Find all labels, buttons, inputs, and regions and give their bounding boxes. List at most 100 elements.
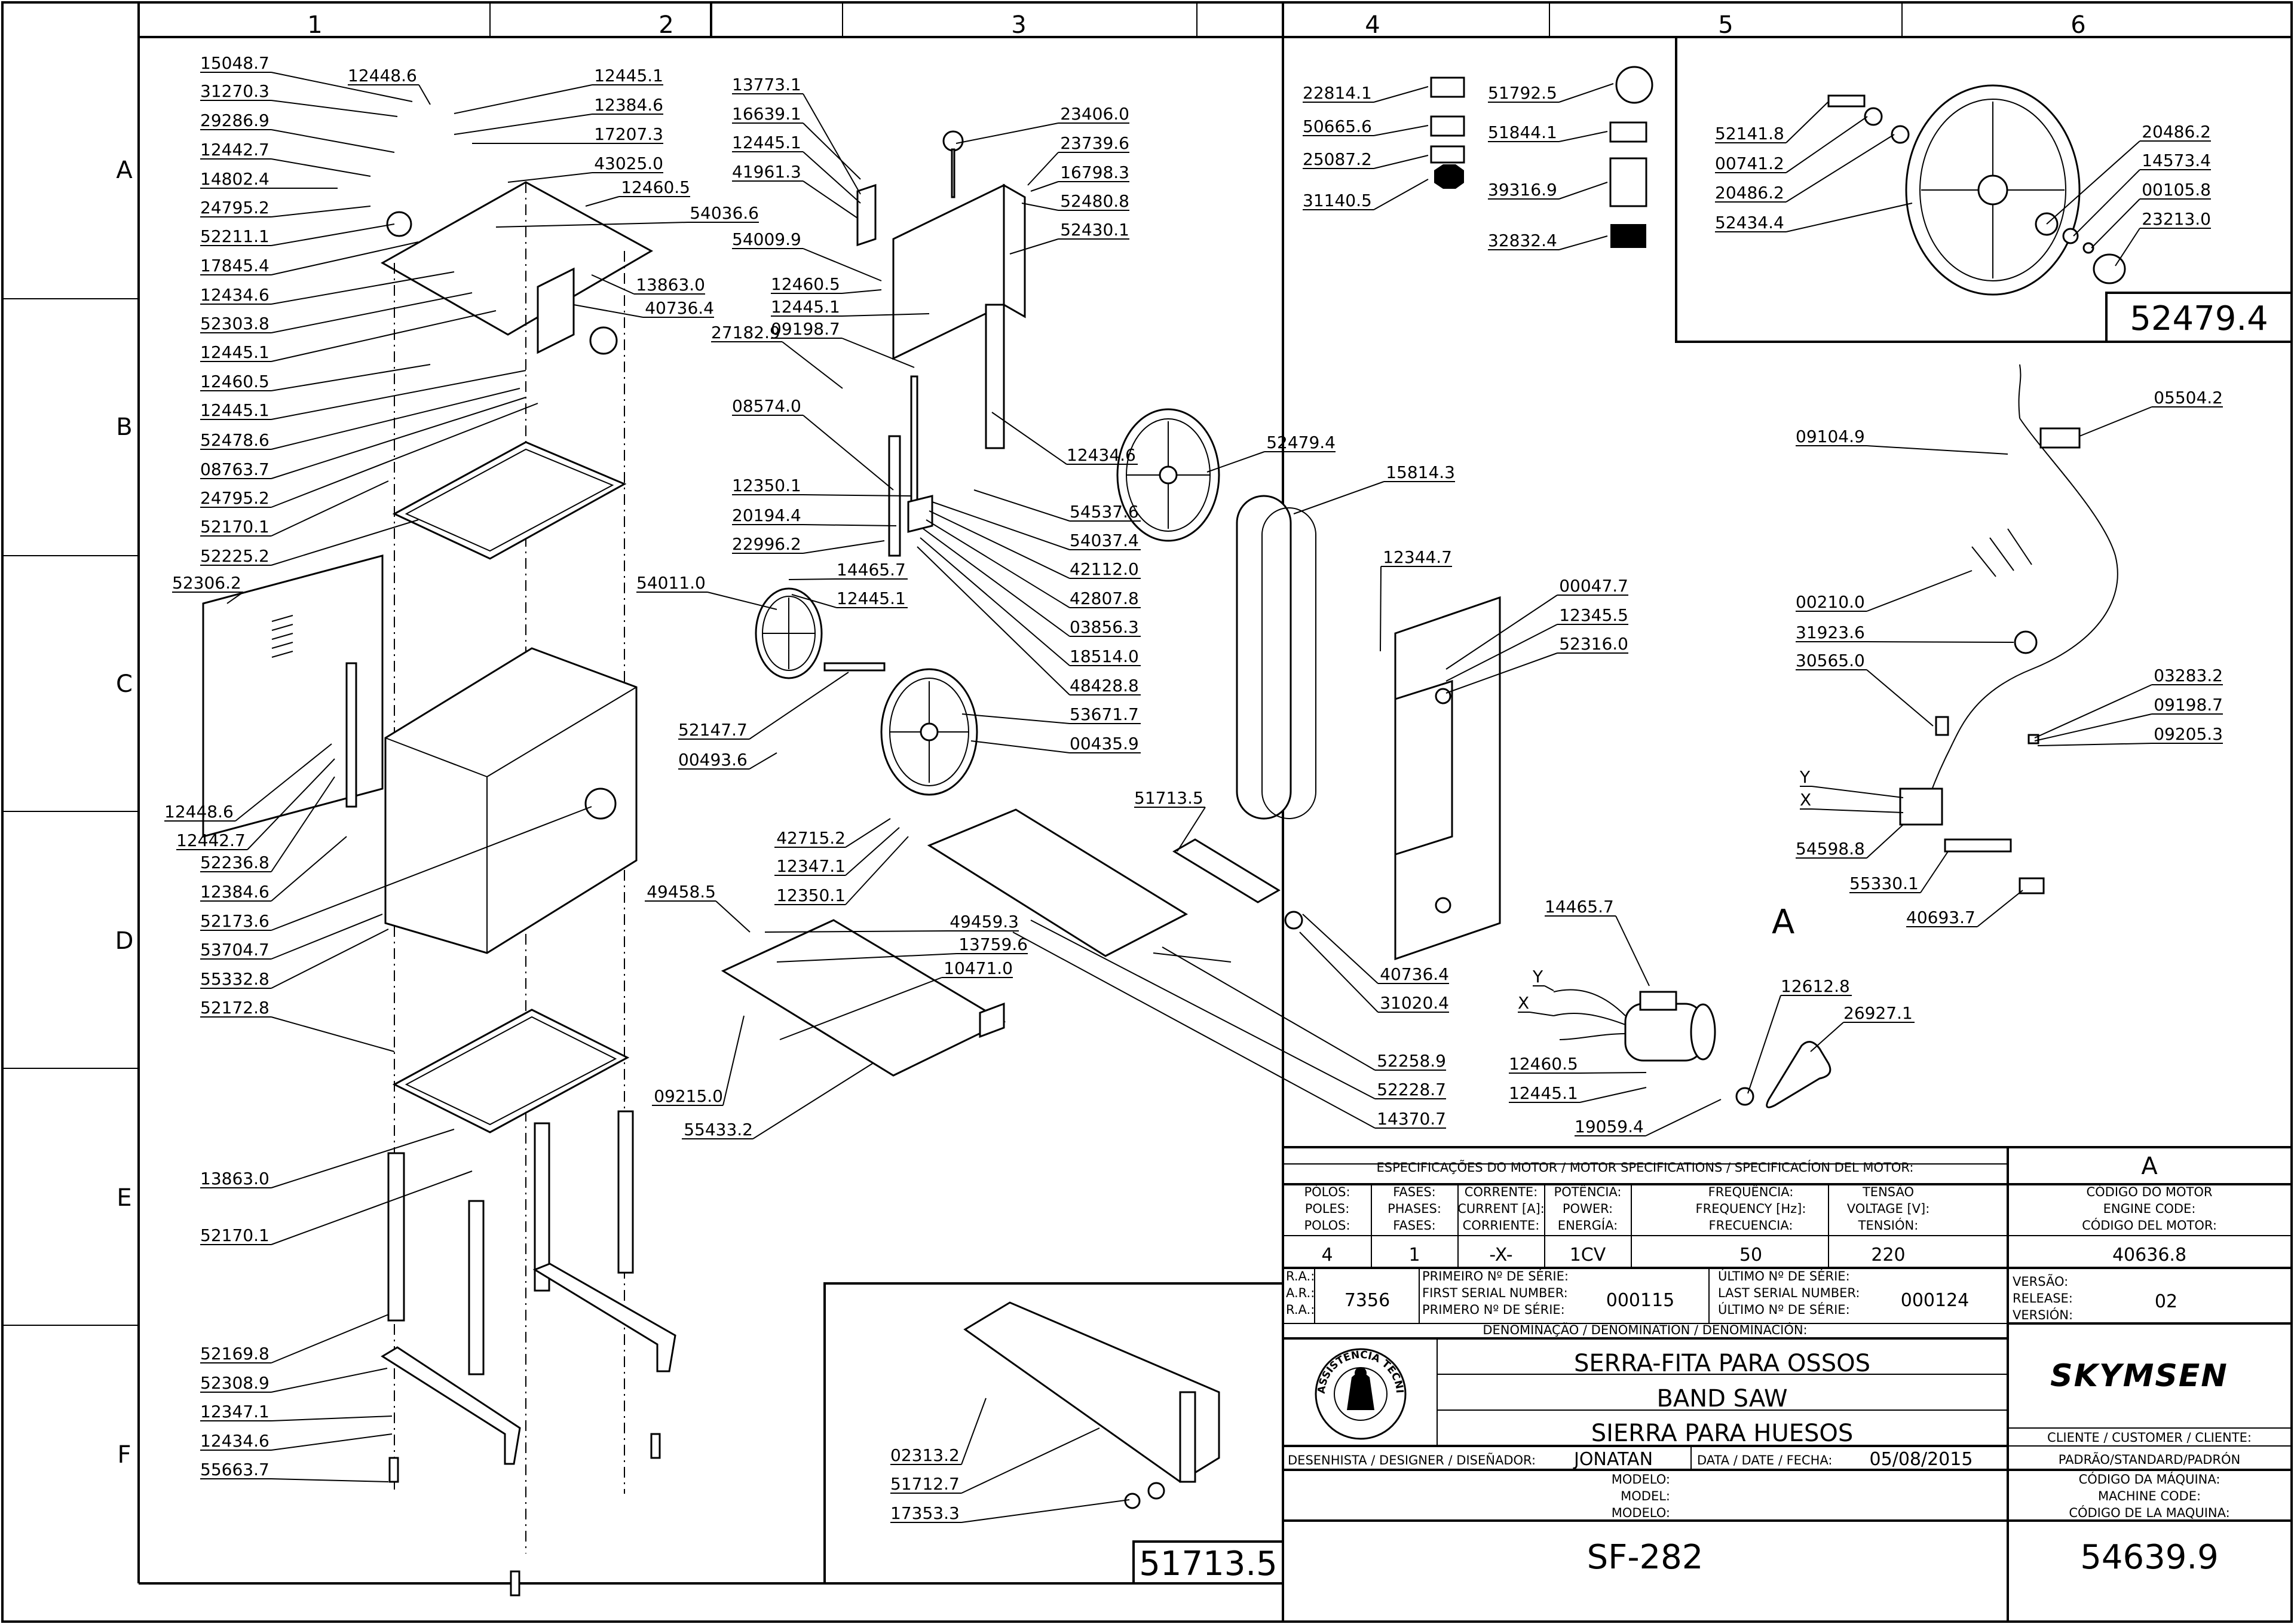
part-number-label: 12384.6 <box>594 95 663 115</box>
leader-line <box>271 403 538 508</box>
upper-wheel <box>1116 408 1220 542</box>
part-callout: 20486.2 <box>2046 122 2211 225</box>
leader-line <box>920 537 1070 666</box>
leader-line <box>271 836 347 902</box>
part-number-label: X <box>1518 993 1529 1013</box>
leader-line <box>1373 125 1429 136</box>
leader-line <box>1811 786 1904 798</box>
part-callout: 08763.7 <box>200 397 526 479</box>
zone-labels: 1 2 3 4 5 6 A B C D E F <box>115 11 2086 1469</box>
leader-line <box>803 93 861 195</box>
part-callout: 42112.0 <box>929 510 1141 579</box>
leader-line <box>271 388 520 450</box>
part-number-label: 14370.7 <box>1377 1109 1446 1129</box>
part-callout: 41961.3 <box>732 162 858 219</box>
leader-line <box>271 310 497 362</box>
part-callout: 20486.2 <box>1715 134 1895 203</box>
part-number-label: 12350.1 <box>732 476 801 495</box>
leader-line <box>2034 684 2152 739</box>
upper-wheel-small <box>755 587 823 679</box>
code-box-top-right <box>2105 292 2293 343</box>
part-number-label: 20194.4 <box>732 505 801 525</box>
guide-bracket <box>856 183 877 247</box>
part-number-label: 54537.6 <box>1070 502 1139 522</box>
leader-line <box>1030 920 1376 1099</box>
svg-text:ENERGÍA:: ENERGÍA: <box>1558 1218 1618 1233</box>
part-number-label: 12434.6 <box>1067 445 1136 465</box>
leader-line <box>722 1015 745 1106</box>
part-callout: 12445.1 <box>791 589 908 608</box>
svg-text:ÚLTIMO Nº DE SÉRIE:: ÚLTIMO Nº DE SÉRIE: <box>1718 1302 1850 1317</box>
part-callout: 52236.8 <box>200 776 335 872</box>
part-callout: 00105.8 <box>2091 180 2211 249</box>
part-callout: 42715.2 <box>774 818 891 848</box>
part-number-label: 42807.8 <box>1070 589 1139 608</box>
part-callout: 31923.6 <box>1796 623 2014 643</box>
part-callout: 08574.0 <box>732 396 894 491</box>
part-number-label: 15814.3 <box>1386 462 1455 482</box>
part-callout: 12448.6 <box>348 66 431 105</box>
part-callout: 55433.2 <box>682 1063 873 1139</box>
part-callout: 27182.9 <box>711 323 843 389</box>
part-callout: 12445.1 <box>1509 1083 1647 1103</box>
first-serial-field: PRIMEIRO Nº DE SÉRIE: FIRST SERIAL NUMBE… <box>1422 1268 1674 1317</box>
part-callout: 52430.1 <box>1009 220 1129 255</box>
part-number-label: 00493.6 <box>678 750 748 770</box>
part-callout: 54011.0 <box>636 573 777 610</box>
part-number-label: 52478.6 <box>200 430 269 450</box>
part-callout: 32832.4 <box>1488 231 1608 250</box>
part-callout: 15814.3 <box>1293 462 1455 514</box>
leader-line <box>1373 155 1429 169</box>
product-name-en: BAND SAW <box>1656 1385 1787 1412</box>
part-number-label: 13759.6 <box>958 934 1028 954</box>
part-number-label: 08763.7 <box>200 459 269 479</box>
part-callout: 12434.6 <box>991 412 1138 465</box>
part-callout: 53671.7 <box>961 704 1141 724</box>
svg-text:R.A.:: R.A.: <box>1286 1303 1315 1317</box>
leader-line <box>454 84 593 114</box>
part-callout: 31140.5 <box>1303 179 1429 210</box>
upper-support <box>537 267 575 354</box>
motor-spec-current: CORRENTE: CURRENT [A]: CORRIENTE: -X- <box>1457 1185 1545 1266</box>
part-callout: 18514.0 <box>920 537 1141 666</box>
part-number-label: 40736.4 <box>645 298 714 318</box>
leader-line <box>715 900 751 933</box>
label-stickers <box>1430 66 1653 248</box>
part-callout: 39316.9 <box>1488 180 1608 200</box>
part-number-label: 51713.5 <box>1134 788 1203 808</box>
part-callout: 24795.2 <box>200 403 538 508</box>
part-callout: 12445.1 <box>200 370 526 420</box>
leader-line <box>1544 985 1554 991</box>
part-number-label: 30565.0 <box>1796 651 1865 670</box>
part-callout: 12460.5 <box>771 274 882 294</box>
svg-text:POLOS:: POLOS: <box>1304 1218 1350 1233</box>
part-number-label: 10471.0 <box>944 958 1013 978</box>
part-callout: 48428.8 <box>917 546 1141 695</box>
leader-line <box>776 953 957 963</box>
part-number-label: 52141.8 <box>1715 124 1784 143</box>
part-number-label: 52228.7 <box>1377 1080 1446 1099</box>
part-number-label: 12460.5 <box>1509 1054 1578 1074</box>
part-callout: 55663.7 <box>200 1460 389 1482</box>
part-callout: 12347.1 <box>200 1402 393 1421</box>
part-number-label: 12347.1 <box>776 856 846 876</box>
part-number-label: 40736.4 <box>1380 964 1449 984</box>
part-number-label: 09215.0 <box>654 1086 723 1106</box>
pulley-hub <box>589 326 618 355</box>
leg-front-right <box>468 1200 485 1375</box>
leader-line <box>779 977 942 1040</box>
part-number-label: 23739.6 <box>1060 133 1129 153</box>
frequency-value: 50 <box>1739 1245 1762 1266</box>
part-number-label: 52147.7 <box>678 720 748 740</box>
leader-line <box>1558 83 1614 103</box>
black-label <box>1610 224 1646 248</box>
leader-line <box>271 929 389 989</box>
zone-col-4: 4 <box>1365 11 1380 39</box>
part-number-label: 12434.6 <box>200 285 269 305</box>
part-number-label: 55663.7 <box>200 1460 269 1479</box>
leader-line <box>271 129 395 153</box>
part-callout: 17207.3 <box>472 124 663 144</box>
side-panel <box>202 554 384 838</box>
part-callout: 52479.4 <box>1206 433 1336 473</box>
part-number-label: Y <box>1532 967 1543 986</box>
